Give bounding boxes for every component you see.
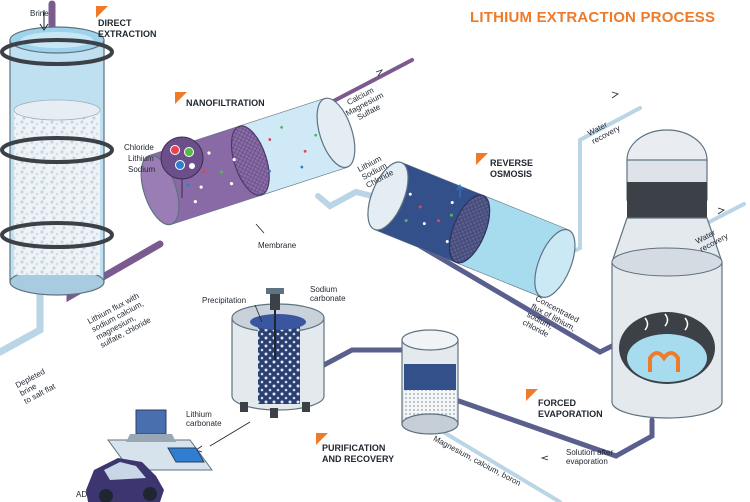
concentrated-pipe — [417, 243, 615, 355]
label-sodium-carbonate-2: carbonate — [310, 294, 346, 303]
label-sodium: Sodium — [128, 165, 156, 174]
label-lithium: Lithium — [128, 154, 154, 163]
flag-nano-icon — [175, 92, 187, 104]
evaporation-tower — [611, 129, 723, 419]
label-membrane: Membrane — [258, 241, 297, 250]
stage-direct-line-2: EXTRACTION — [98, 29, 157, 39]
label-chloride: Chloride — [124, 143, 154, 152]
stage-purif-line-1: PURIFICATION — [322, 443, 386, 453]
solution-after-pipe — [453, 397, 655, 459]
precipitation-reactor — [231, 288, 325, 418]
stage-purif-line-2: AND RECOVERY — [322, 454, 395, 464]
applications — [86, 409, 251, 502]
stage-direct-line-1: DIRECT — [98, 18, 132, 28]
mgcab-pipe — [438, 428, 562, 502]
label-lithium-carbonate-1: Lithium — [186, 410, 212, 419]
flag-purif-icon — [316, 433, 328, 445]
label-solution-after-1: Solution after — [566, 448, 614, 457]
application-arrow — [209, 421, 251, 447]
label-sodium-carbonate: Sodium carbonate — [310, 285, 346, 303]
nanofiltration-tube — [140, 97, 356, 234]
depleted-brine-pipe — [0, 278, 44, 356]
page-title: LITHIUM EXTRACTION PROCESS — [470, 9, 716, 26]
flow-arrows — [375, 69, 725, 461]
flag-direct-icon — [96, 6, 108, 18]
label-ad: AD — [76, 490, 88, 499]
label-precipitation: Precipitation — [202, 296, 247, 305]
filter-to-reactor-pipe — [319, 347, 405, 369]
stage-forced-line-2: EVAPORATION — [538, 409, 603, 419]
label-brine: Brine — [30, 9, 49, 18]
flag-ro-icon — [476, 153, 488, 165]
stage-ro-line-2: OSMOSIS — [490, 169, 533, 179]
label-lithium-carbonate: Lithium carbonate — [186, 410, 222, 428]
stage-forced-evaporation: FORCED EVAPORATION — [538, 398, 603, 420]
stage-direct-extraction: DIRECT EXTRACTION — [98, 18, 157, 40]
extraction-column — [0, 10, 114, 296]
reverse-osmosis-tube — [367, 161, 576, 298]
nano-to-ro-pipe — [315, 188, 375, 210]
stage-ro-line-1: REVERSE — [490, 158, 534, 168]
stage-forced-line-1: FORCED — [538, 398, 576, 408]
label-solution-after-2: evaporation — [566, 457, 608, 466]
stage-reverse-osmosis: REVERSE OSMOSIS — [490, 158, 533, 180]
stage-nanofiltration: NANOFILTRATION — [186, 98, 265, 108]
filter-unit — [401, 329, 459, 435]
label-sodium-carbonate-1: Sodium — [310, 285, 338, 294]
label-solution-after: Solution after evaporation — [566, 448, 613, 466]
label-lithium-carbonate-2: carbonate — [186, 419, 222, 428]
flag-forced-icon — [526, 389, 538, 401]
stage-purification: PURIFICATION AND RECOVERY — [322, 443, 394, 465]
